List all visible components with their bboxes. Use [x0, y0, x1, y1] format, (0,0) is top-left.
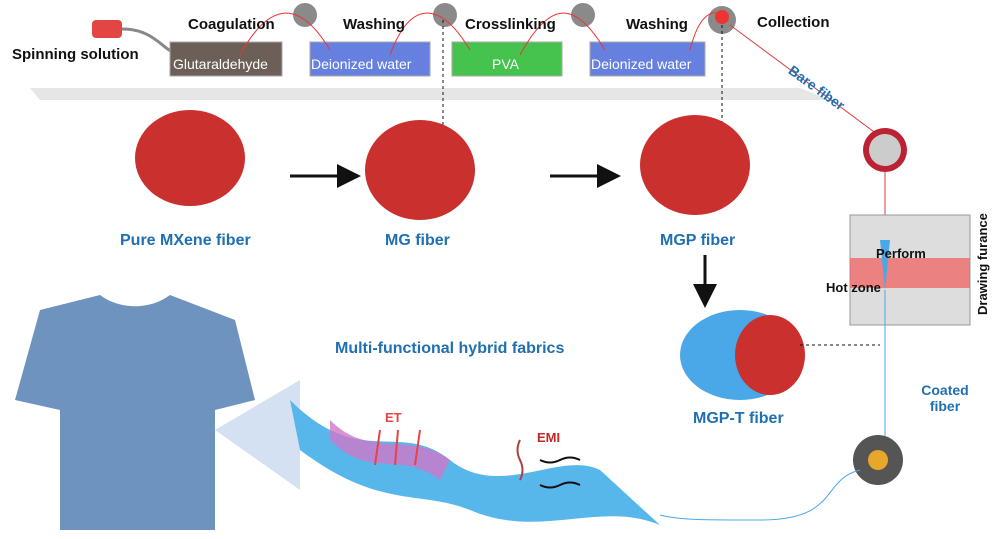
step-label: Washing — [343, 16, 405, 33]
emi-label: EMI — [537, 430, 561, 445]
bath-label: Deionized water — [591, 56, 692, 72]
bath-label: Glutaraldehyde — [173, 56, 268, 72]
tank-pva — [451, 41, 563, 77]
mg-fiber-image — [365, 120, 475, 220]
tank-deionized-water-2 — [589, 41, 706, 77]
pure-mxene-fiber-label: Pure MXene fiber — [120, 232, 251, 249]
mg-fiber-label: MG fiber — [385, 232, 450, 249]
et-arrow — [394, 429, 399, 466]
mgp-fiber-image — [640, 115, 750, 215]
et-label: ET — [385, 410, 402, 425]
hybrid-fabric-image — [290, 400, 660, 525]
coated-fiber-label: Coated fiber — [921, 382, 969, 414]
bath-label: PVA — [492, 56, 519, 72]
bath-label: Deionized water — [311, 56, 412, 72]
t-shirt-image — [15, 295, 255, 530]
tank-deionized-water-1 — [309, 41, 431, 77]
step-label: Coagulation — [188, 16, 275, 33]
mgp-fiber-label: MGP fiber — [660, 232, 736, 249]
perform-label: Perform — [876, 246, 926, 261]
step-label: Washing — [626, 16, 688, 33]
syringe-icon — [92, 20, 122, 38]
tank-glutaraldehyde — [169, 41, 283, 77]
emi-wave — [516, 439, 524, 481]
process-platform — [30, 88, 830, 100]
roller-icon — [293, 3, 317, 27]
mgp-t-fiber-label: MGP-T fiber — [693, 410, 784, 427]
et-arrow — [414, 429, 421, 466]
step-label: Collection — [757, 14, 830, 31]
pure-mxene-fiber-image — [135, 110, 245, 206]
fabric-title: Multi-functional hybrid fabrics — [335, 340, 565, 357]
hot-zone-label: Hot zone — [826, 280, 881, 295]
drawing-furnace-label: Drawing furance — [975, 213, 990, 315]
spinning-solution-label: Spinning solution — [12, 46, 139, 63]
roller-icon — [433, 3, 457, 27]
roller-icon — [571, 3, 595, 27]
et-arrow — [374, 429, 381, 466]
step-label: Crosslinking — [465, 16, 556, 33]
emi-wave — [539, 456, 581, 489]
